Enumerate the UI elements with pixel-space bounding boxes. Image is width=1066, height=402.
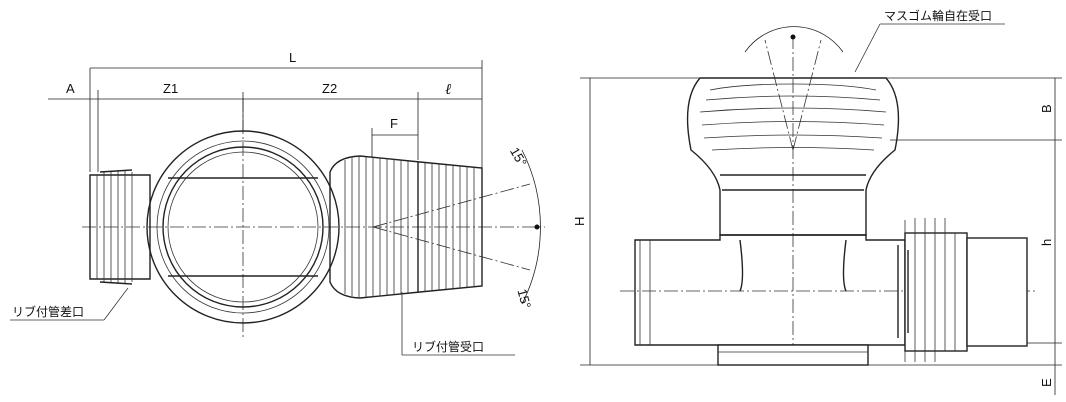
dimension-F: F	[371, 116, 418, 158]
angle-lower-label: 15°	[515, 287, 535, 310]
socket-callout-text: リブ付管受口	[412, 339, 484, 354]
dim-B-label: B	[1039, 104, 1054, 113]
dim-h-label: h	[1039, 239, 1054, 246]
swivel-indicator	[744, 26, 844, 151]
ribbed-socket	[329, 155, 483, 299]
dim-F-label: F	[390, 116, 398, 131]
dim-E-label: E	[1039, 378, 1054, 387]
dimension-L: L	[89, 50, 483, 172]
elevation-view: H B h E マスゴム輪自在受口	[572, 8, 1062, 395]
side-ribbed-socket	[897, 218, 1028, 362]
horizontal-body	[634, 234, 906, 366]
dim-Z1-label: Z1	[163, 81, 178, 96]
callout-rubber-ring: マスゴム輪自在受口	[854, 8, 1005, 73]
dim-H-label: H	[572, 217, 587, 226]
dimension-right-stack: B h E	[868, 77, 1062, 395]
dim-L-label: L	[289, 50, 296, 65]
ribbed-spigot	[89, 169, 151, 285]
plan-view: 15° 15° L A Z1 Z2 ℓ F	[10, 50, 545, 356]
rubber-ring-callout-text: マスゴム輪自在受口	[884, 8, 992, 23]
dimension-row: A Z1 Z2 ℓ	[48, 81, 482, 172]
dim-A-label: A	[66, 81, 75, 96]
angle-upper-label: 15°	[507, 145, 530, 170]
dim-ell-label: ℓ	[445, 82, 451, 98]
callout-socket: リブ付管受口	[401, 292, 515, 356]
callout-spigot: リブ付管差口	[10, 287, 129, 321]
spigot-callout-text: リブ付管差口	[12, 304, 84, 319]
dim-Z2-label: Z2	[322, 81, 337, 96]
main-riser-ring	[146, 130, 340, 324]
dimension-H: H	[572, 77, 718, 366]
